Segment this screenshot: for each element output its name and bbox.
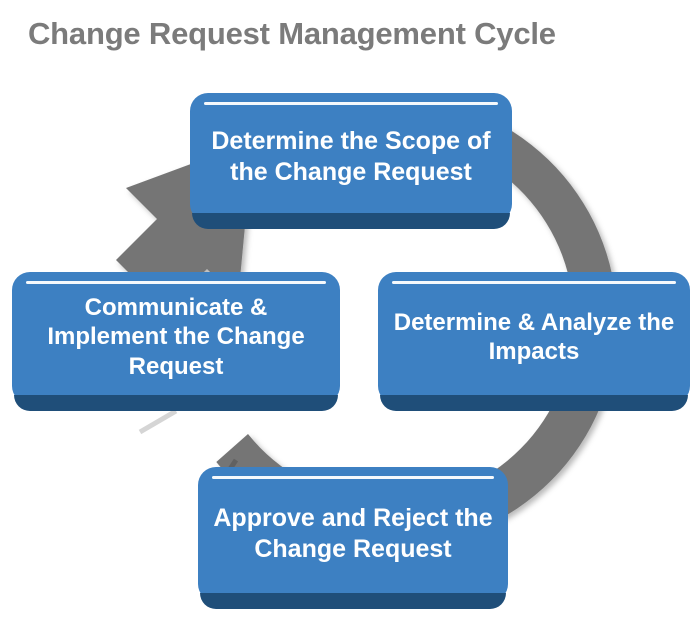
node-highlight-line	[204, 102, 498, 105]
node-highlight-line	[26, 281, 326, 284]
cycle-node-approve-reject[interactable]: Approve and Reject the Change Request	[198, 467, 508, 609]
node-highlight-line	[212, 476, 494, 479]
node-highlight-line	[392, 281, 676, 284]
cycle-node-determine-analyze-impacts[interactable]: Determine & Analyze the Impacts	[378, 272, 690, 411]
cycle-node-label: Approve and Reject the Change Request	[213, 504, 493, 563]
cycle-node-communicate-implement[interactable]: Communicate & Implement the Change Reque…	[12, 272, 340, 411]
cycle-node-label: Communicate & Implement the Change Reque…	[47, 294, 305, 380]
page-title: Change Request Management Cycle	[28, 16, 556, 51]
cycle-node-label: Determine & Analyze the Impacts	[393, 308, 675, 365]
cycle-node-determine-scope[interactable]: Determine the Scope of the Change Reques…	[190, 93, 512, 229]
cycle-node-label: Determine the Scope of the Change Reques…	[211, 127, 491, 186]
